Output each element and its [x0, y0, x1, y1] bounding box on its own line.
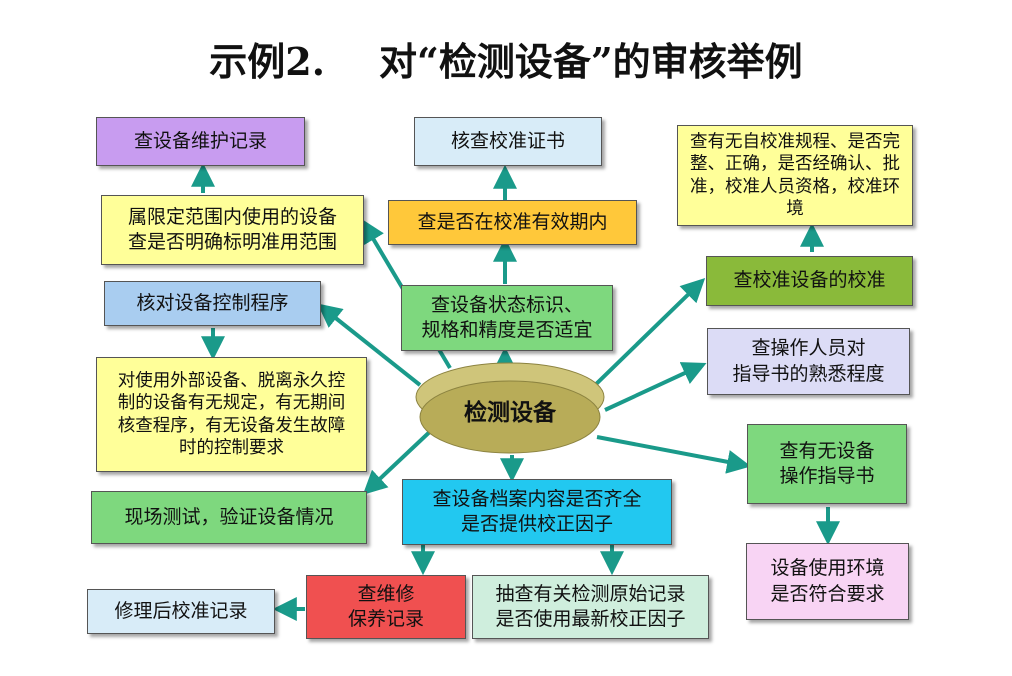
arrow-to-op-guide: [596, 435, 752, 474]
node-operator: 查操作人员对 指导书的熟悉程度: [707, 328, 910, 395]
arrows-group: [191, 162, 840, 621]
node-spot-check: 抽查有关检测原始记录 是否使用最新校正因子: [472, 575, 709, 639]
page-title: 示例2. 对“检测设备”的审核举例: [0, 30, 1012, 86]
arrow-to-operator: [604, 362, 707, 412]
hub: 检测设备: [410, 355, 610, 465]
node-op-guide: 查有无设备 操作指导书: [747, 424, 907, 504]
node-valid-period: 查是否在校准有效期内: [388, 200, 637, 245]
node-self-calib-text: 查有无自校准规程、是否完整、正确，是否经确认、批准，校准人员资格，校准环境: [690, 131, 900, 219]
node-maint-check: 查维修 保养记录: [306, 575, 466, 639]
arrow-to-control-proc: [317, 303, 422, 387]
node-self-calib: 查有无自校准规程、是否完整、正确，是否经确认、批准，校准人员资格，校准环境: [677, 125, 913, 226]
arrow-to-field-test: [362, 423, 439, 495]
node-external-use: 对使用外部设备、脱离永久控制的设备有无规定，有无期间核查程序，有无设备发生故障时…: [96, 357, 367, 472]
hub-ellipse-front: [419, 380, 601, 454]
node-external-use-text: 对使用外部设备、脱离永久控制的设备有无规定，有无期间核查程序，有无设备发生故障时…: [117, 370, 346, 458]
hub-shape: [415, 362, 605, 454]
node-repair-record: 修理后校准记录: [87, 589, 275, 634]
hub-label: 检测设备: [464, 399, 556, 426]
arrow-to-calib-equip: [588, 277, 706, 392]
node-archive: 查设备档案内容是否齐全 是否提供校正因子: [402, 479, 672, 545]
node-calib-equip: 查校准设备的校准: [706, 256, 913, 306]
title-main: 对“检测设备”的审核举例: [378, 38, 803, 84]
node-field-test: 现场测试，验证设备情况: [91, 491, 367, 544]
title-prefix: 示例2.: [209, 38, 325, 84]
node-status-label: 查设备状态标识、 规格和精度是否适宜: [401, 285, 613, 351]
node-calib-cert: 核查校准证书: [414, 117, 602, 166]
node-limited-scope: 属限定范围内使用的设备 查是否明确标明准用范围: [101, 195, 364, 265]
node-maint-record: 查设备维护记录: [96, 117, 305, 166]
node-environment: 设备使用环境 是否符合要求: [746, 543, 909, 620]
node-control-proc: 核对设备控制程序: [104, 281, 321, 326]
